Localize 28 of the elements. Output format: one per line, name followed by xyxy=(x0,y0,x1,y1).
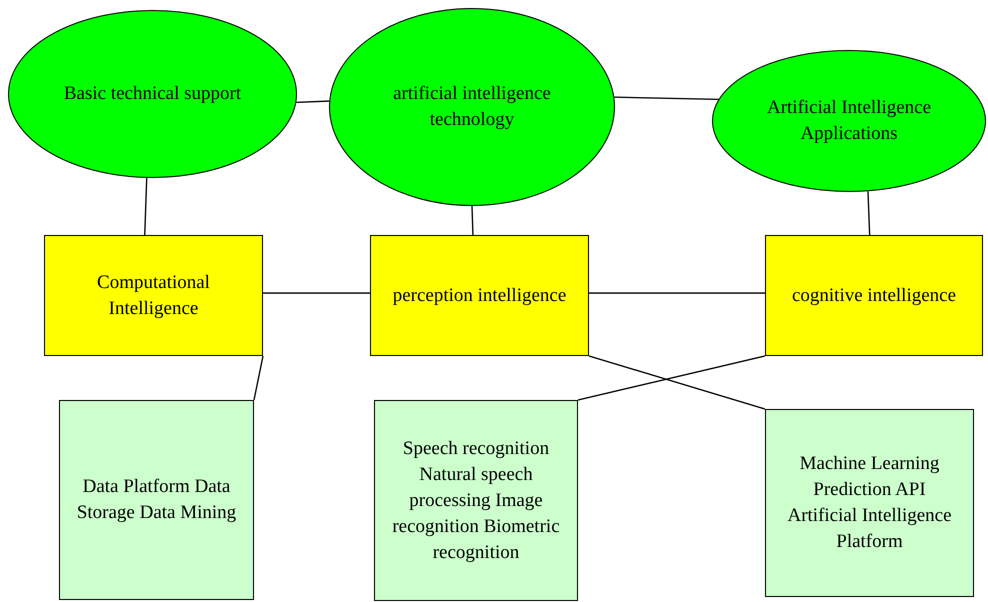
connector-line xyxy=(253,356,264,400)
node-label: Machine Learning Prediction API Artificial Intelligence Platform xyxy=(786,452,953,554)
examples-box xyxy=(374,400,578,601)
node-label: artificial intelligence technology xyxy=(392,82,552,132)
connector-line xyxy=(296,100,330,103)
intelligence-box xyxy=(370,235,589,356)
examples-box xyxy=(59,400,254,600)
node-label: Artificial Intelligence Applications xyxy=(766,96,932,146)
connector-line xyxy=(144,178,148,236)
connector-line xyxy=(263,292,370,294)
node-label: Basic technical support xyxy=(64,82,242,106)
node-label: Data Platform Data Storage Data Mining xyxy=(76,475,238,525)
node-label: perception intelligence xyxy=(392,284,566,308)
node-label: Speech recognition Natural speech processing Image recognition Biometric recognition xyxy=(391,436,561,564)
connector-line xyxy=(614,96,719,100)
node-label: cognitive intelligence xyxy=(792,284,956,308)
connector-line xyxy=(867,191,870,236)
connector-line xyxy=(578,355,766,401)
connector-line xyxy=(471,206,474,236)
intelligence-box xyxy=(44,235,263,356)
connector-line xyxy=(588,355,766,410)
intelligence-box xyxy=(765,235,983,356)
node-label: Computational Intelligence xyxy=(96,270,211,320)
connector-line xyxy=(589,292,765,294)
category-ellipse xyxy=(712,50,986,192)
examples-box xyxy=(765,409,974,597)
category-ellipse xyxy=(329,8,615,206)
category-ellipse xyxy=(8,10,297,178)
